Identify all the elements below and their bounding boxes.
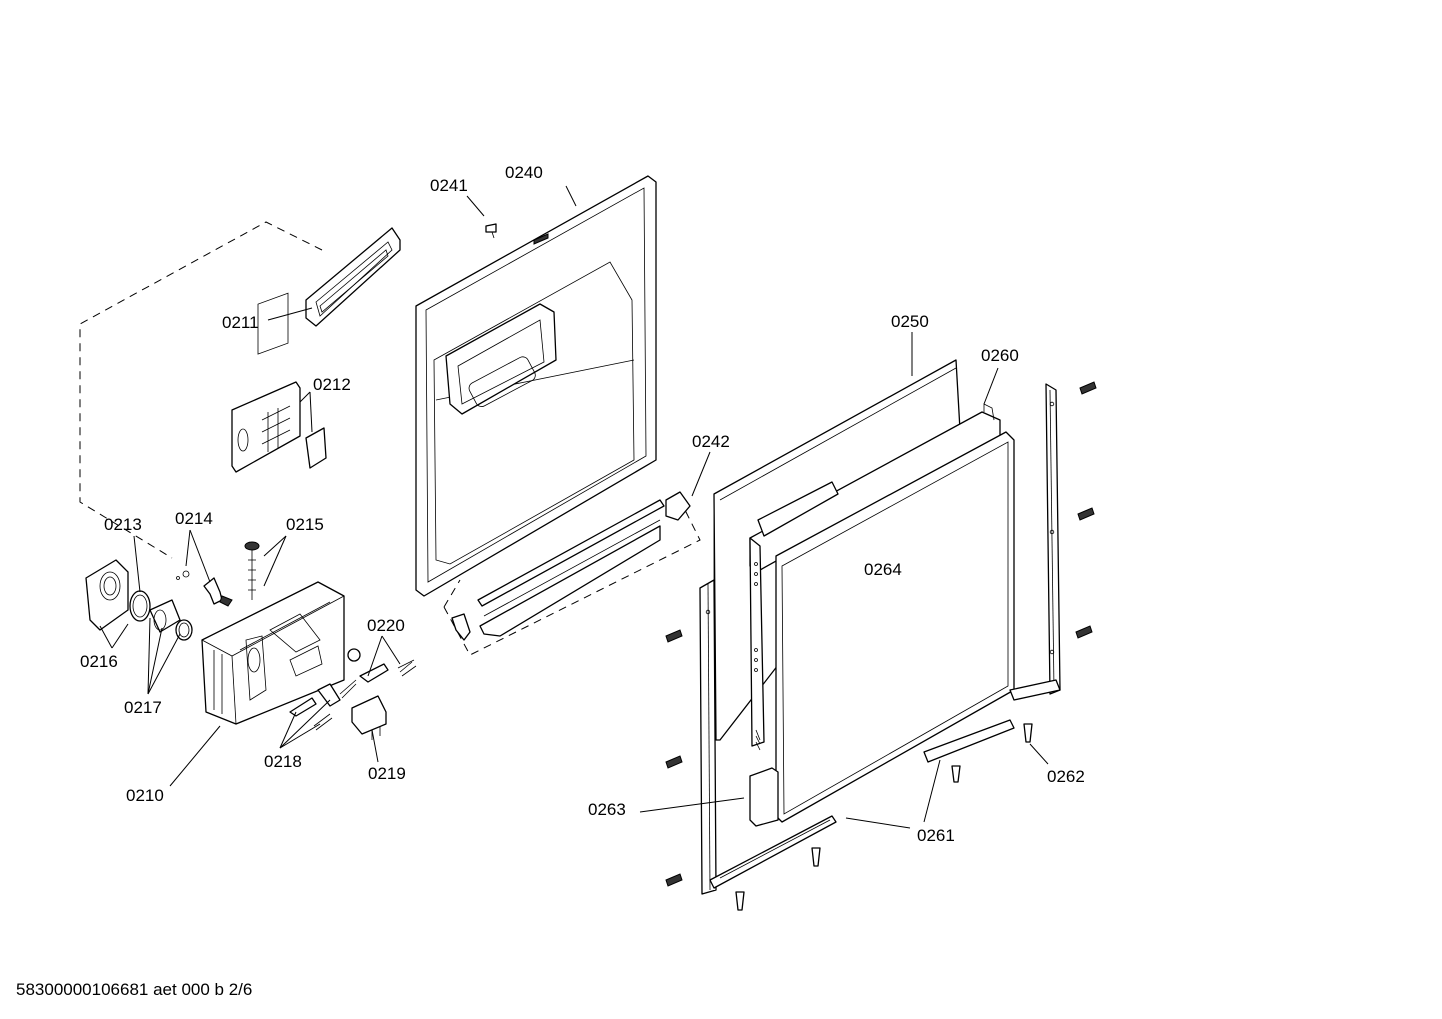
label-0210: 0210 <box>126 786 164 805</box>
label-0218: 0218 <box>264 752 302 771</box>
label-0213: 0213 <box>104 515 142 534</box>
label-0263: 0263 <box>588 800 626 819</box>
part-0212-panel <box>231 292 327 473</box>
part-0218-springs <box>289 679 357 731</box>
part-0240-inner-door <box>415 175 657 597</box>
label-0216: 0216 <box>80 652 118 671</box>
label-0242: 0242 <box>692 432 730 451</box>
part-0213-knob <box>85 559 193 641</box>
label-0250: 0250 <box>891 312 929 331</box>
label-0264: 0264 <box>864 560 902 579</box>
label-0240: 0240 <box>505 163 543 182</box>
part-0210-dispenser-housing <box>201 581 345 725</box>
screws <box>665 381 1097 911</box>
part-0260-liner <box>749 403 1001 751</box>
assembly-dashed-outline <box>79 221 701 656</box>
label-0241: 0241 <box>430 176 468 195</box>
label-0217: 0217 <box>124 698 162 717</box>
label-0260: 0260 <box>981 346 1019 365</box>
label-0212: 0212 <box>313 375 351 394</box>
leader-lines <box>99 185 1049 829</box>
part-0242-rail <box>451 491 691 641</box>
label-0262: 0262 <box>1047 767 1085 786</box>
label-0220: 0220 <box>367 616 405 635</box>
label-0215: 0215 <box>286 515 324 534</box>
part-0241-screw <box>485 223 497 239</box>
label-0211: 0211 <box>222 313 259 332</box>
part-0261-bottom-rail <box>709 815 837 889</box>
part-0214-spring-lever <box>176 570 233 607</box>
document-reference: 58300000106681 aet 000 b 2/6 <box>16 980 253 999</box>
label-0261: 0261 <box>917 826 955 845</box>
part-0263-block <box>749 767 779 827</box>
label-0219: 0219 <box>368 764 406 783</box>
part-0219-switch <box>351 695 387 740</box>
part-0211-gasket-frame <box>305 227 401 327</box>
part-side-frame-right <box>1009 383 1061 701</box>
part-labels: 0240 0241 0211 0212 0213 0214 0215 0216 … <box>80 163 1085 845</box>
part-0215-pin <box>244 541 260 600</box>
part-0220-spring-lever <box>347 648 417 683</box>
part-side-frame-left <box>699 579 717 895</box>
part-0262-rail <box>923 719 1015 763</box>
label-0214: 0214 <box>175 509 213 528</box>
